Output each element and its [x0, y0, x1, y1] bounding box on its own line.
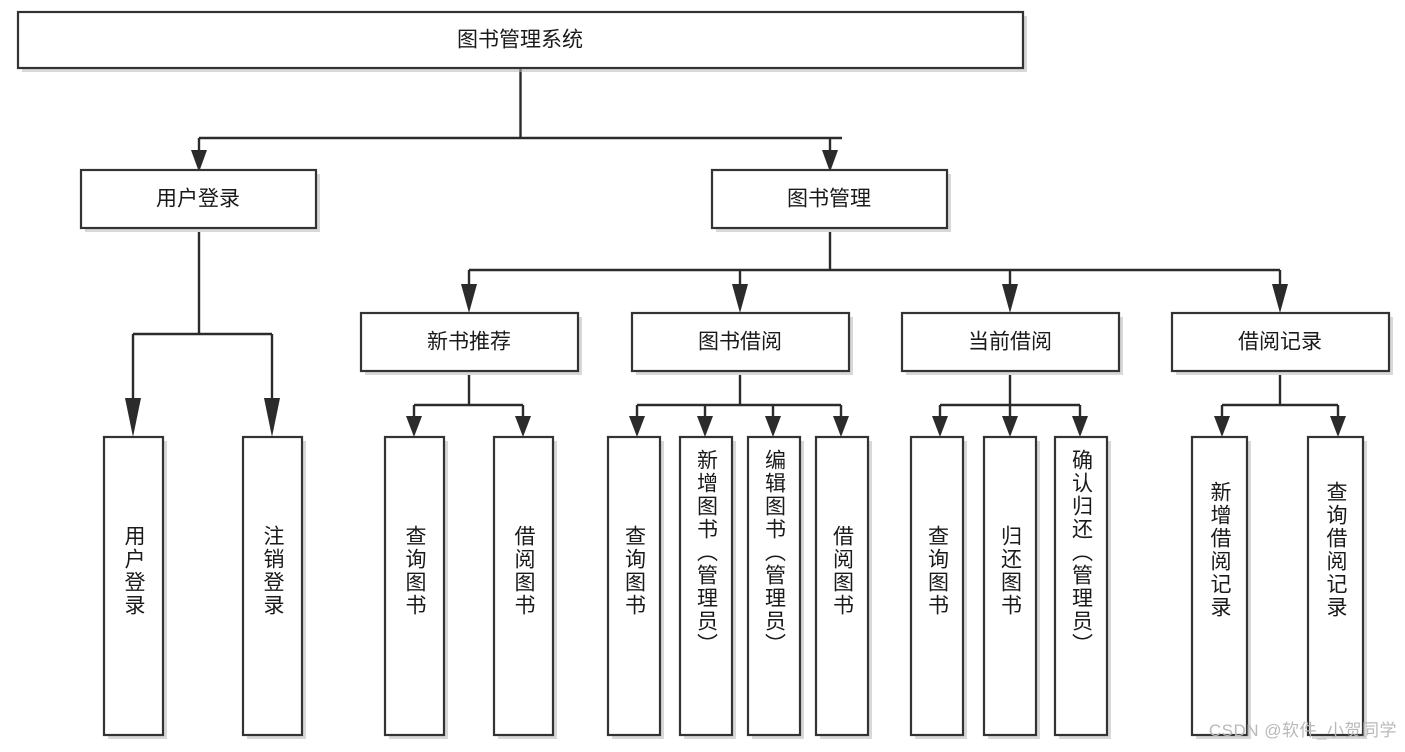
node-bookmgmt-box [710, 168, 949, 230]
arrow-icon-login-leaf1 [125, 398, 141, 437]
arrow-icon-newbook-leaf4 [515, 416, 531, 437]
node-leaf6[interactable] [678, 435, 736, 739]
node-record-box [1170, 311, 1391, 373]
node-leaf10-box [982, 435, 1038, 737]
node-root-box [16, 10, 1025, 70]
node-leaf7-box [746, 435, 802, 737]
node-leaf12-box [1190, 435, 1249, 737]
arrow-icon-record-leaf12 [1214, 416, 1230, 437]
arrow-icon-login-leaf2 [264, 398, 280, 437]
node-record-label: 借阅记录 [1238, 331, 1322, 354]
node-current-label: 当前借阅 [968, 331, 1052, 354]
arrow-icon-borrow-leaf5 [629, 416, 645, 437]
arrow-icon-root-bookmgmt [822, 150, 838, 172]
node-bookmgmt-label: 图书管理 [787, 188, 871, 211]
node-leaf9[interactable] [909, 435, 967, 739]
node-login-box [79, 168, 318, 230]
node-leaf4[interactable] [492, 435, 557, 739]
arrow-icon-current-leaf9 [932, 416, 948, 437]
node-current[interactable]: 当前借阅 [900, 311, 1123, 375]
node-leaf5-box [606, 435, 662, 737]
arrow-icon-bookmgmt-current [1002, 284, 1018, 313]
arrow-icon-borrow-leaf7 [765, 416, 781, 437]
node-leaf6-box [678, 435, 734, 737]
node-newbook[interactable]: 新书推荐 [359, 311, 582, 375]
node-login[interactable]: 用户登录 [79, 168, 320, 232]
node-leaf1-box [102, 435, 165, 737]
node-newbook-box [359, 311, 580, 373]
arrow-icon-newbook-leaf3 [406, 416, 422, 437]
node-leaf10[interactable] [982, 435, 1040, 739]
arrow-icon-borrow-leaf8 [833, 416, 849, 437]
node-borrow-label: 图书借阅 [698, 331, 782, 354]
node-leaf5[interactable] [606, 435, 664, 739]
node-leaf3[interactable] [383, 435, 448, 739]
node-leaf8[interactable] [814, 435, 872, 739]
node-record[interactable]: 借阅记录 [1170, 311, 1393, 375]
node-login-label: 用户登录 [156, 188, 240, 211]
arrow-icon-bookmgmt-newbook [461, 284, 477, 313]
node-leaf12[interactable] [1190, 435, 1251, 739]
node-leaf4-box [492, 435, 555, 737]
node-borrow-box [630, 311, 851, 373]
arrow-icon-current-leaf10 [1002, 416, 1018, 437]
node-leaf9-box [909, 435, 965, 737]
arrow-icon-bookmgmt-record [1272, 284, 1288, 313]
node-current-box [900, 311, 1121, 373]
node-root[interactable]: 图书管理系统 [16, 10, 1027, 72]
node-root-label: 图书管理系统 [457, 29, 583, 52]
node-leaf11-box [1053, 435, 1109, 737]
node-leaf11[interactable] [1053, 435, 1111, 739]
connector-layer [125, 68, 1346, 437]
arrow-icon-borrow-leaf6 [697, 416, 713, 437]
arrow-icon-bookmgmt-borrow [732, 284, 748, 313]
node-leaf8-box [814, 435, 870, 737]
node-leaf2-box [241, 435, 304, 737]
node-newbook-label: 新书推荐 [427, 331, 511, 354]
node-borrow[interactable]: 图书借阅 [630, 311, 853, 375]
arrow-icon-record-leaf13 [1330, 416, 1346, 437]
node-leaf2[interactable] [241, 435, 306, 739]
arrow-icon-current-leaf11 [1072, 416, 1088, 437]
watermark-text: CSDN @软件_小贺同学 [1208, 721, 1397, 740]
node-bookmgmt[interactable]: 图书管理 [710, 168, 951, 232]
node-leaf7[interactable] [746, 435, 804, 739]
arrow-icon-root-login [191, 150, 207, 172]
node-leaf1[interactable] [102, 435, 167, 739]
node-leaf3-box [383, 435, 446, 737]
node-leaf13-box [1306, 435, 1365, 737]
node-leaf13[interactable] [1306, 435, 1367, 739]
